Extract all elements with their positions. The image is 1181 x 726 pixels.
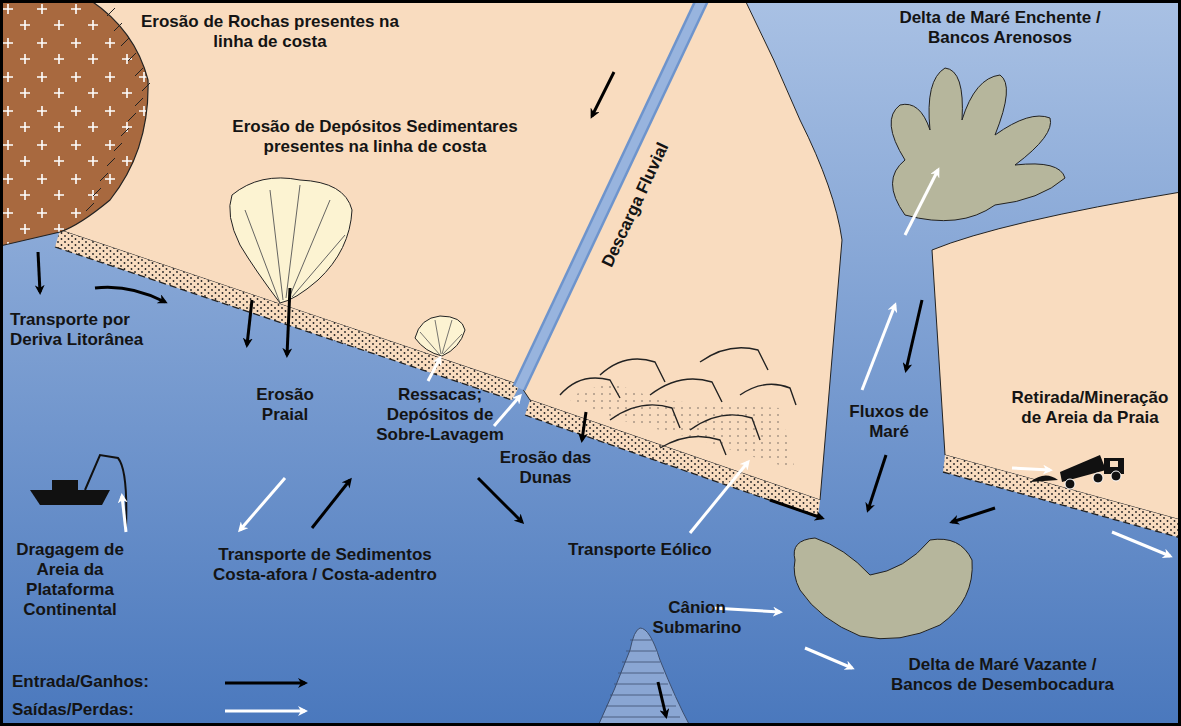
feature-label: Transporte por Deriva Litorânea: [10, 310, 160, 350]
feature-label: Erosão de Depósitos Sedimentares present…: [205, 117, 545, 157]
loss-arrow: [122, 170, 1170, 711]
dune-texture: [565, 382, 795, 470]
mainland: [0, 0, 842, 500]
feature-label: Erosão Praial: [245, 385, 325, 425]
feature-label: Erosão das Dunas: [498, 448, 593, 488]
dredge-boat: [30, 455, 126, 528]
ebb-tidal-delta: [794, 538, 972, 639]
feature-label: Transporte Eólico: [568, 540, 768, 560]
mining-truck: [1030, 455, 1124, 489]
feature-label: Cânion Submarino: [652, 598, 742, 638]
river: [519, 0, 702, 388]
shoreface-line: [55, 247, 1181, 538]
rock-outcrop: [0, 0, 148, 246]
feature-label: Transporte de Sedimentos Costa-afora / C…: [195, 545, 455, 585]
feature-label: Retirada/Mineração de Areia da Praia: [1002, 388, 1178, 428]
beach: [943, 455, 1181, 538]
sediment-deposit: [230, 178, 352, 303]
overwash-fan: [415, 316, 465, 356]
legend-text: Saídas/Perdas:: [12, 700, 134, 720]
feature-label: Fluxos de Maré: [848, 402, 930, 442]
canyon-hatch: [602, 640, 680, 717]
feature-label: Delta de Maré Vazante / Bancos de Desemb…: [885, 655, 1120, 695]
legend-text: Entrada/Ganhos:: [12, 672, 149, 692]
feature-label: Delta de Maré Enchente / Bancos Arenosos: [870, 8, 1130, 48]
gain-arrow: [38, 72, 995, 716]
rock-hatch: [86, 8, 150, 211]
feature-label: Erosão de Rochas presentes na linha de c…: [130, 12, 410, 52]
submarine-canyon: [598, 628, 690, 726]
deposit-lines: [420, 320, 462, 355]
feature-label: Dragagem de Areia da Plataforma Continen…: [10, 540, 130, 620]
feature-label: Ressacas; Depósitos de Sobre-Lavagem: [372, 385, 508, 445]
river: [519, 0, 702, 388]
deposit-lines: [245, 185, 345, 303]
flood-tidal-delta: [891, 68, 1065, 221]
